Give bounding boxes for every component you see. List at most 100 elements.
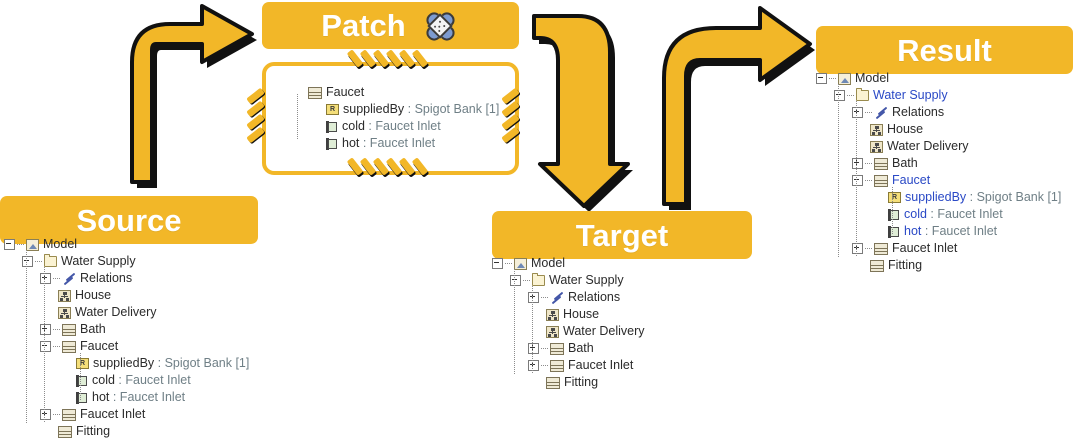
tree-node[interactable]: Model — [492, 255, 645, 272]
property-type: : Faucet Inlet — [109, 390, 186, 404]
property-type: : Faucet Inlet — [364, 119, 441, 133]
block-icon — [62, 323, 76, 336]
tree-guide-line — [856, 101, 857, 257]
reference-icon: R — [888, 192, 901, 203]
block-icon — [550, 342, 564, 355]
tree-node[interactable]: Water Supply — [4, 253, 249, 270]
expand-icon[interactable] — [528, 360, 539, 371]
expand-icon[interactable] — [40, 409, 51, 420]
block-icon — [874, 157, 888, 170]
block-icon — [546, 376, 560, 389]
collapse-icon[interactable] — [834, 90, 845, 101]
tree-node-property: hot : Faucet Inlet — [904, 223, 997, 240]
block-icon — [308, 86, 322, 99]
tree-node[interactable]: Water Delivery — [816, 138, 1061, 155]
tree-node[interactable]: Model — [816, 70, 1061, 87]
tree-node[interactable]: Faucet Inlet — [492, 357, 645, 374]
tree-node-property: cold : Faucet Inlet — [92, 372, 191, 389]
tree-node[interactable]: House — [4, 287, 249, 304]
expand-icon[interactable] — [852, 158, 863, 169]
tree-node[interactable]: Water Delivery — [4, 304, 249, 321]
tree-node[interactable]: Fitting — [492, 374, 645, 391]
tree-node-label: Faucet Inlet — [80, 407, 146, 421]
tree-guide-line — [892, 187, 893, 235]
expand-icon[interactable] — [40, 273, 51, 284]
tree-node[interactable]: cold : Faucet Inlet — [290, 118, 499, 135]
tree-node-label: Model — [855, 71, 890, 85]
tree-node-label: Fitting — [888, 258, 923, 272]
tree-node[interactable]: Fitting — [816, 257, 1061, 274]
tree-connector — [53, 414, 60, 415]
tree-node[interactable]: cold : Faucet Inlet — [816, 206, 1061, 223]
hierarchy-icon — [870, 140, 883, 153]
collapse-icon[interactable] — [4, 239, 15, 250]
hierarchy-icon — [58, 289, 71, 302]
collapse-icon[interactable] — [22, 256, 33, 267]
tree-node[interactable]: Bath — [816, 155, 1061, 172]
tree-node[interactable]: Fitting — [4, 423, 249, 440]
tree-node[interactable]: House — [816, 121, 1061, 138]
reference-icon: R — [326, 104, 339, 115]
tree-node[interactable]: Faucet — [4, 338, 249, 355]
collapse-icon[interactable] — [852, 175, 863, 186]
tree-node[interactable]: Faucet — [290, 84, 499, 101]
property-type: : Faucet Inlet — [921, 224, 998, 238]
tree-node[interactable]: Faucet Inlet — [816, 240, 1061, 257]
tree-node[interactable]: House — [492, 306, 645, 323]
collapse-icon[interactable] — [510, 275, 521, 286]
tree-connector — [541, 365, 548, 366]
tree-node[interactable]: Bath — [4, 321, 249, 338]
tree-node[interactable]: cold : Faucet Inlet — [4, 372, 249, 389]
tree-node[interactable]: Faucet — [816, 172, 1061, 189]
tree-node-label: Faucet — [326, 85, 365, 99]
collapse-icon[interactable] — [40, 341, 51, 352]
tree-node-label: Fitting — [564, 375, 599, 389]
banner-target: Target — [492, 211, 752, 259]
expand-icon[interactable] — [852, 243, 863, 254]
property-type: : Spigot Bank [1] — [154, 356, 250, 370]
block-icon — [874, 242, 888, 255]
tree-node[interactable]: hot : Faucet Inlet — [290, 135, 499, 152]
collapse-icon[interactable] — [492, 258, 503, 269]
tree-node-label: Bath — [568, 341, 594, 355]
tree-node[interactable]: Bath — [492, 340, 645, 357]
tree-node[interactable]: Model — [4, 236, 249, 253]
property-name: hot — [342, 136, 360, 150]
tree-node[interactable]: Relations — [4, 270, 249, 287]
property-type: : Spigot Bank [1] — [404, 102, 500, 116]
tree-node[interactable]: Water Supply — [816, 87, 1061, 104]
tree-node-label: Model — [531, 256, 566, 270]
expand-icon[interactable] — [40, 324, 51, 335]
tree-node[interactable]: Water Delivery — [492, 323, 645, 340]
tree-node-label: Water Supply — [61, 254, 136, 268]
block-icon — [62, 408, 76, 421]
property-name: suppliedBy — [93, 356, 155, 370]
tree-guide-line — [44, 267, 45, 423]
tree-node[interactable]: Relations — [816, 104, 1061, 121]
expand-icon[interactable] — [528, 343, 539, 354]
tree-connector — [505, 263, 512, 264]
tree-node[interactable]: hot : Faucet Inlet — [4, 389, 249, 406]
expand-icon[interactable] — [528, 292, 539, 303]
tree-node[interactable]: Faucet Inlet — [4, 406, 249, 423]
hierarchy-icon — [546, 325, 559, 338]
tree-node-label: Water Supply — [549, 273, 624, 287]
collapse-icon[interactable] — [816, 73, 827, 84]
stitch-bottom — [347, 163, 425, 189]
stitch-left — [250, 90, 276, 142]
tree-node-label: Water Delivery — [887, 139, 969, 153]
banner-patch-label: Patch — [321, 8, 406, 43]
tree-node[interactable]: Water Supply — [492, 272, 645, 289]
tree-node[interactable]: hot : Faucet Inlet — [816, 223, 1061, 240]
hierarchy-icon — [546, 308, 559, 321]
tree-node-label: Model — [43, 237, 78, 251]
expand-icon[interactable] — [852, 107, 863, 118]
tree-connector — [541, 348, 548, 349]
